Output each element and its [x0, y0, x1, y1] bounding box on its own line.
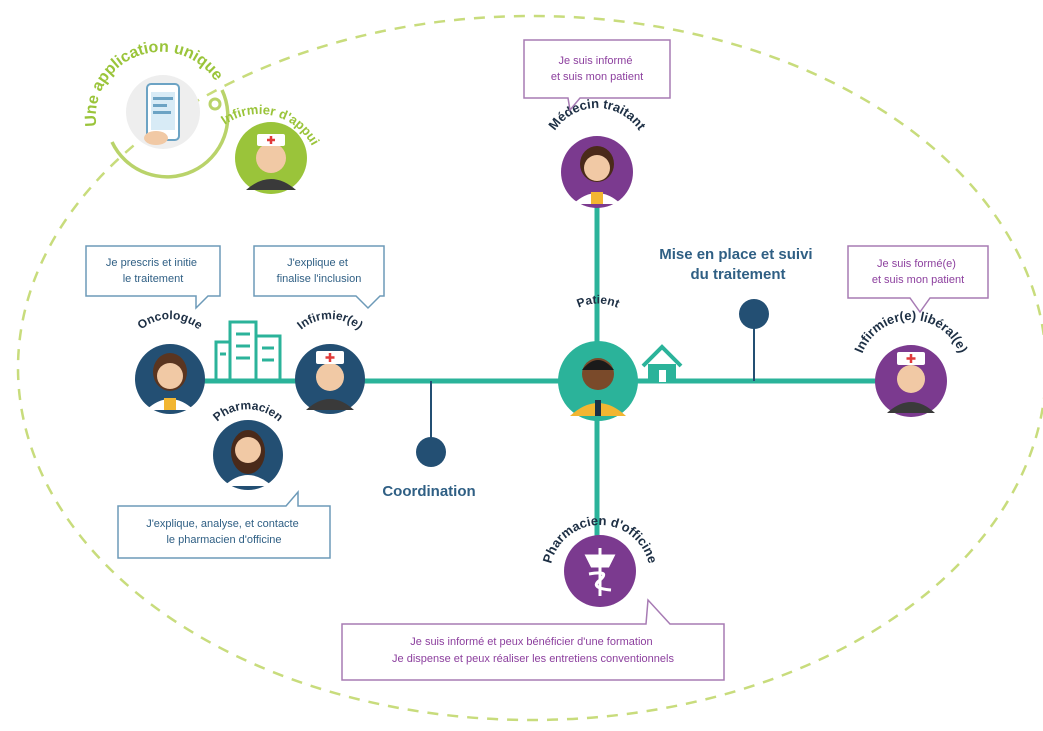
- treatment-label: Mise en place et suivi du traitement: [659, 246, 817, 283]
- app-group: Une application unique: [83, 39, 230, 179]
- svg-text:Je suis informé et suis: Je suis informé et suis mon patient: [551, 55, 643, 83]
- caduceus-icon: [584, 548, 616, 596]
- pathway-lines: [170, 200, 889, 556]
- gp-group: Médecin traitant: [545, 96, 649, 208]
- hospital-nurse-label: Infirmier(e): [294, 308, 365, 332]
- bubble-private-nurse: Je suis formé(e) et suis mon patient: [847, 245, 989, 314]
- patient-label: Patient: [575, 293, 622, 311]
- scope-ellipse: [16, 14, 1043, 722]
- hospital-nurse-group: Infirmier(e): [294, 308, 366, 414]
- bubble-hospital-nurse: J'explique et finalise l'inclusion: [253, 245, 385, 310]
- nurse-support-group: Infirmier d'appui: [218, 102, 323, 194]
- svg-text:J'explique, analyse, et contac: J'explique, analyse, et contacte le phar…: [146, 518, 302, 546]
- svg-text:J'explique et finalise l: J'explique et finalise l'inclusion: [277, 257, 362, 285]
- private-nurse-group: Infirmier(e) libéral(e): [851, 308, 971, 417]
- gp-label: Médecin traitant: [545, 96, 649, 133]
- bubble-oncologist: Je prescris et initie le traitement: [85, 245, 221, 310]
- coordination-marker: [416, 437, 446, 467]
- svg-text:Je suis formé(e) et suis: Je suis formé(e) et suis mon patient: [872, 258, 964, 286]
- home-icon: [641, 344, 683, 382]
- oncologist-group: Oncologue: [135, 308, 206, 414]
- app-arc: [110, 89, 230, 179]
- svg-text:Je prescris et initie le: Je prescris et initie le traitement: [106, 257, 200, 285]
- community-pharmacist-group: Pharmacien d'officine: [540, 513, 660, 607]
- coordination-label: Coordination: [382, 483, 475, 500]
- svg-text:Je suis informé et peux bénéfi: Je suis informé et peux bénéficier d'une…: [392, 636, 674, 665]
- app-arc-dot: [208, 97, 222, 111]
- bubble-pharmacist: J'explique, analyse, et contacte le phar…: [117, 489, 331, 559]
- treatment-marker: [739, 299, 769, 329]
- patient-group: Patient: [558, 293, 638, 421]
- hospital-building-icon: [214, 320, 282, 384]
- bubble-community-pharmacist: Je suis informé et peux bénéficier d'une…: [341, 598, 725, 681]
- bubble-gp: Je suis informé et suis mon patient: [523, 39, 671, 112]
- pharmacist-group: Pharmacien: [210, 398, 286, 490]
- oncologist-label: Oncologue: [135, 308, 206, 332]
- smartphone-app-icon: [144, 83, 180, 145]
